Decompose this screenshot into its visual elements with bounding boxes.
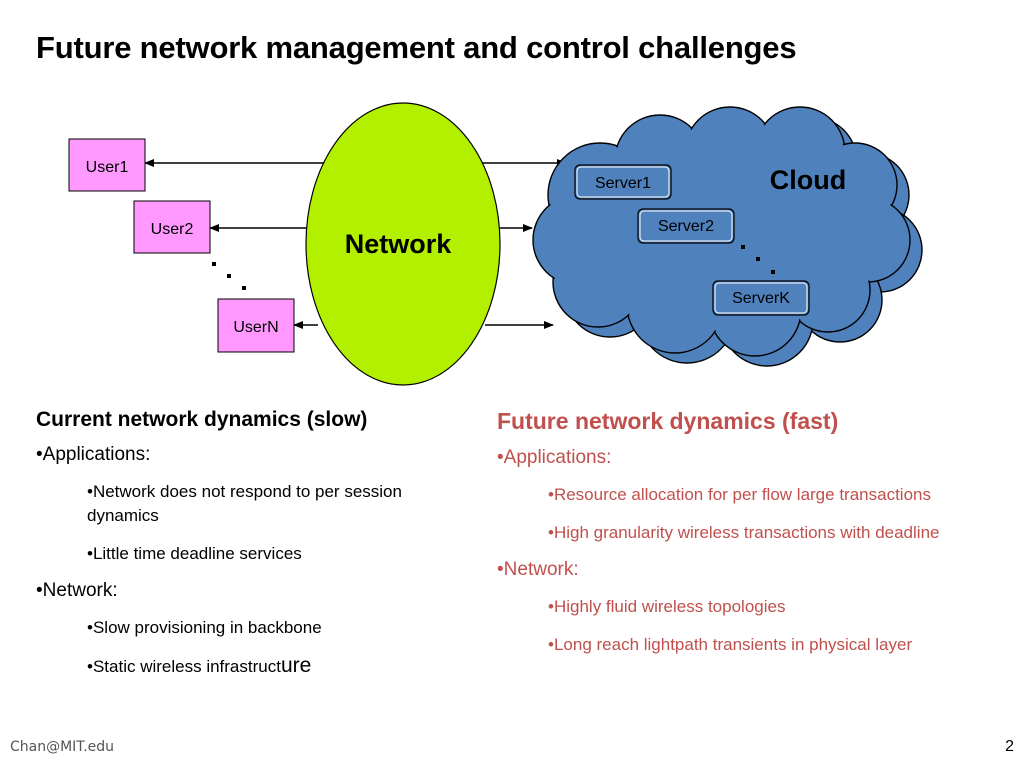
user1-box: User1 [68, 138, 146, 192]
future-applications-item: High granularity wireless transactions w… [548, 521, 1017, 545]
user1-label: User1 [86, 159, 129, 176]
usern-label: UserN [233, 319, 278, 336]
future-network-item: Highly fluid wireless topologies [548, 595, 1017, 619]
future-dynamics-heading: Future network dynamics (fast) [497, 408, 839, 434]
server2-box: Server2 [637, 208, 735, 244]
current-applications-item: Little time deadline services [87, 542, 476, 566]
future-applications-bullet: Applications: [497, 447, 1017, 469]
serverk-box: ServerK [712, 280, 810, 316]
future-network-item: Long reach lightpath transients in physi… [548, 633, 1017, 657]
future-dynamics-column: Future network dynamics (fast) Applicati… [497, 408, 1017, 671]
network-label: Network [345, 229, 453, 259]
server1-label: Server1 [595, 175, 651, 192]
user2-box: User2 [133, 200, 211, 254]
current-applications-bullet: Applications: [36, 444, 476, 466]
current-network-item: Static wireless infrastructure [87, 654, 476, 679]
network-ellipse: Network [305, 102, 501, 386]
future-applications-item: Resource allocation for per flow large t… [548, 483, 1017, 507]
page-number: 2 [1005, 738, 1014, 755]
future-network-bullet: Network: [497, 559, 1017, 581]
serverk-label: ServerK [732, 290, 790, 307]
current-dynamics-column: Current network dynamics (slow) Applicat… [36, 408, 476, 693]
cloud-label: Cloud [770, 165, 846, 195]
footer-email: Chan@MIT.edu [10, 739, 115, 755]
user2-label: User2 [151, 221, 194, 238]
network-diagram: User1 User2 UserN Network [68, 102, 923, 386]
usern-box: UserN [217, 298, 295, 353]
server2-label: Server2 [658, 218, 714, 235]
servers-ellipsis-dots [741, 245, 775, 274]
slide-title: Future network management and control ch… [36, 30, 797, 65]
users-ellipsis-dots [212, 262, 246, 290]
current-applications-item: Network does not respond to per session … [87, 480, 476, 528]
current-network-item: Slow provisioning in backbone [87, 616, 476, 640]
current-dynamics-heading: Current network dynamics (slow) [36, 408, 368, 431]
current-network-bullet: Network: [36, 580, 476, 602]
server1-box: Server1 [574, 164, 672, 200]
